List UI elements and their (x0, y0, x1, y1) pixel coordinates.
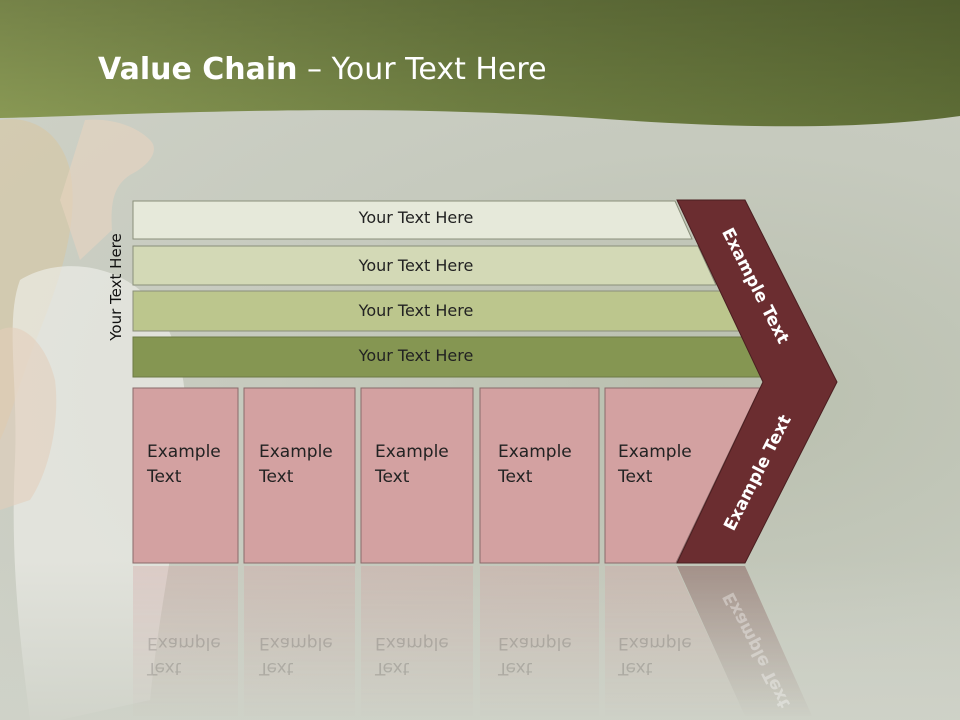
bar-2-label: Your Text Here (358, 256, 474, 275)
box-4 (479, 387, 600, 564)
box-3-reflection-line1: Example (375, 633, 449, 653)
box-5-label: Example Text (618, 440, 692, 490)
box-5-line2: Text (618, 467, 653, 487)
title-rest: – Your Text Here (297, 52, 547, 87)
box-4-reflection-line1: Example (498, 633, 572, 653)
box-3-label: Example Text (375, 440, 449, 490)
box-2 (243, 387, 356, 564)
bar-1-label: Your Text Here (358, 208, 474, 227)
box-1-reflection-line1: Example (147, 633, 221, 653)
box-3-line1: Example (375, 442, 449, 462)
bar-3-label: Your Text Here (358, 301, 474, 320)
box-2-line2: Text (259, 467, 294, 487)
box-1-reflection: Text Example (147, 630, 221, 680)
bar-2 (132, 245, 717, 286)
box-4-line2: Text (498, 467, 533, 487)
box-5-reflection-line2: Text (618, 658, 653, 678)
box-4-line1: Example (498, 442, 572, 462)
box-4-label: Example Text (498, 440, 572, 490)
box-1-line2: Text (147, 467, 182, 487)
box-2-line1: Example (259, 442, 333, 462)
slide-title: Value Chain – Your Text Here (98, 52, 547, 87)
box-3-reflection: Text Example (375, 630, 449, 680)
box-2-reflection-line2: Text (259, 658, 294, 678)
box-1-line1: Example (147, 442, 221, 462)
box-5-line1: Example (618, 442, 692, 462)
box-5 (604, 387, 761, 564)
box-2-label: Example Text (259, 440, 333, 490)
box-3 (360, 387, 474, 564)
bar-1 (132, 200, 693, 240)
box-3-reflection-line2: Text (375, 658, 410, 678)
box-1-reflection-line2: Text (147, 658, 182, 678)
box-1 (132, 387, 239, 564)
box-4-reflection-line2: Text (498, 658, 533, 678)
box-3-line2: Text (375, 467, 410, 487)
box-4-reflection: Text Example (498, 630, 572, 680)
box-2-reflection: Text Example (259, 630, 333, 680)
chevron (676, 199, 838, 564)
box-1-label: Example Text (147, 440, 221, 490)
bar-4-label: Your Text Here (358, 346, 474, 365)
reflection (133, 566, 812, 716)
title-bold: Value Chain (98, 52, 298, 87)
box-2-reflection-line1: Example (259, 633, 333, 653)
box-5-reflection-line1: Example (618, 633, 692, 653)
box-5-reflection: Text Example (618, 630, 692, 680)
